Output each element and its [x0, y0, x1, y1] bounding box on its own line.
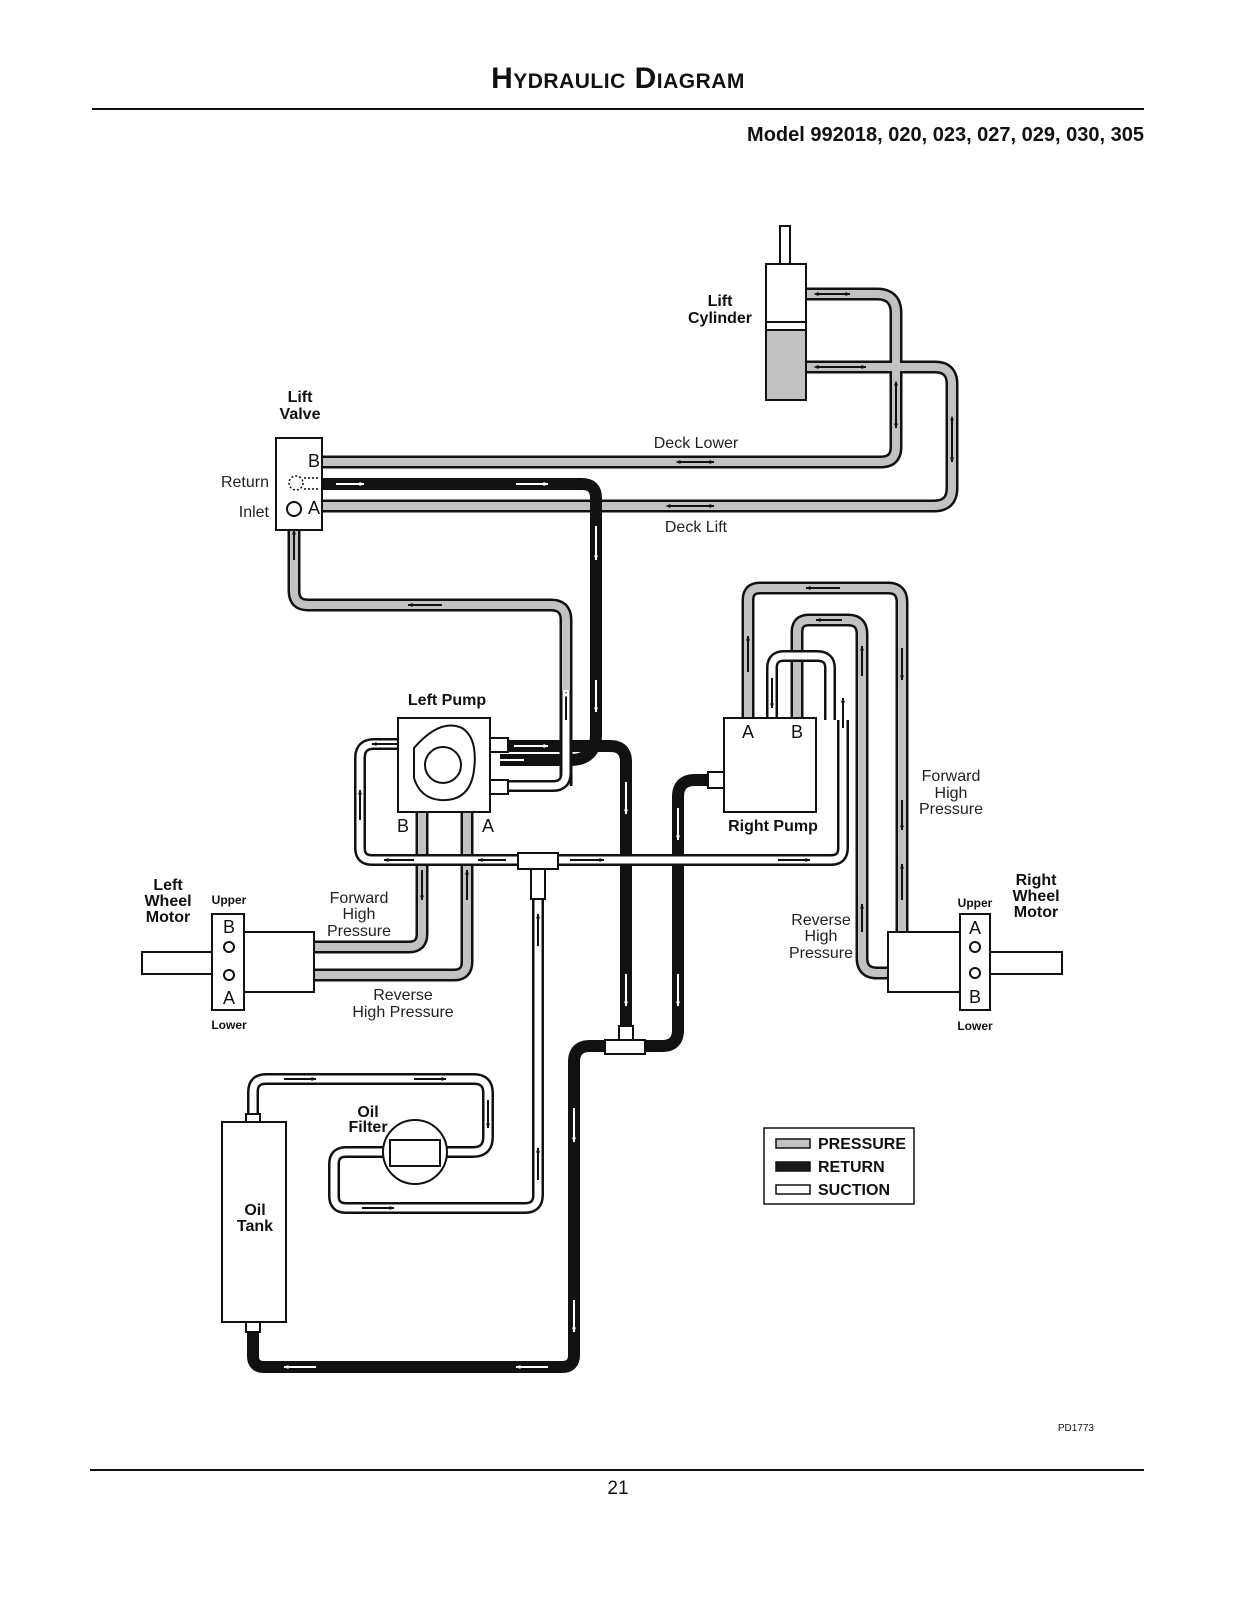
legend-swatch-suction: [775, 1184, 811, 1195]
suction-lines: [247, 650, 849, 1214]
label-right-reverse-3: Pressure: [789, 945, 853, 962]
top-rule: [92, 108, 1144, 110]
page-title: Hydraulic Diagram: [491, 62, 745, 95]
label-right-forward-3: Pressure: [919, 801, 983, 818]
legend: PRESSURE RETURN SUCTION: [763, 1127, 915, 1205]
label-deck-lift: Deck Lift: [665, 519, 728, 536]
label-right-motor-lower: Lower: [957, 1019, 993, 1033]
label-left-reverse-2: High Pressure: [352, 1004, 453, 1021]
label-lift-valve-2: Valve: [280, 406, 321, 423]
return-lines: [247, 478, 718, 1373]
left-wheel-motor: [141, 913, 315, 1011]
label-left-wheel-motor-2: Wheel: [144, 893, 191, 910]
label-oil-filter-1: Oil: [357, 1104, 378, 1121]
label-left-motor-lower: Lower: [211, 1018, 247, 1032]
bottom-rule: [90, 1469, 1144, 1471]
label-left-forward-1: Forward: [330, 890, 389, 907]
label-drawing-code: PD1773: [1058, 1423, 1095, 1434]
label-right-motor-port-a: A: [969, 918, 981, 938]
right-wheel-motor: [887, 913, 1063, 1011]
flow-arrows: [257, 292, 961, 977]
label-inlet: Inlet: [239, 504, 270, 521]
label-right-motor-upper: Upper: [958, 896, 993, 910]
suction-arrows: [284, 678, 811, 1210]
label-return: Return: [221, 474, 269, 491]
label-deck-lower: Deck Lower: [654, 435, 739, 452]
label-left-reverse-1: Reverse: [373, 987, 433, 1004]
return-arrows: [283, 482, 680, 1369]
label-left-motor-port-a: A: [223, 988, 235, 1008]
model-numbers: Model 992018, 020, 023, 027, 029, 030, 3…: [747, 124, 1144, 146]
legend-label-return: RETURN: [818, 1159, 885, 1176]
label-left-motor-port-b: B: [223, 917, 235, 937]
left-pump: [397, 717, 509, 813]
label-lift-cylinder-1: Lift: [708, 293, 734, 310]
oil-filter: [382, 1119, 448, 1185]
label-left-motor-upper: Upper: [212, 893, 247, 907]
label-left-wheel-motor-1: Left: [153, 877, 183, 894]
label-oil-tank-1: Oil: [244, 1202, 265, 1219]
label-left-pump-port-a: A: [482, 816, 494, 836]
oil-tank: [221, 1113, 287, 1333]
label-lift-valve-1: Lift: [288, 389, 314, 406]
label-right-wheel-motor-3: Motor: [1014, 904, 1058, 921]
label-left-wheel-motor-3: Motor: [146, 909, 190, 926]
label-right-pump-port-b: B: [791, 722, 803, 742]
tee-fittings: [517, 852, 646, 1055]
label-lift-cylinder-2: Cylinder: [688, 310, 752, 327]
right-pump: [707, 717, 817, 813]
lift-cylinder: [765, 225, 807, 401]
label-right-pump-port-a: A: [742, 722, 754, 742]
legend-swatch-pressure: [775, 1138, 811, 1149]
lift-valve: [275, 437, 323, 531]
legend-label-pressure: PRESSURE: [818, 1136, 906, 1153]
label-oil-tank-2: Tank: [237, 1218, 273, 1235]
labels: Lift Cylinder Lift Valve Return Inlet B …: [144, 293, 1094, 1434]
label-left-forward-2: High: [343, 906, 376, 923]
legend-swatch-return: [775, 1161, 811, 1172]
label-right-wheel-motor-1: Right: [1016, 872, 1058, 889]
legend-label-suction: SUCTION: [818, 1182, 890, 1199]
label-left-pump: Left Pump: [408, 692, 486, 709]
label-oil-filter-2: Filter: [348, 1119, 387, 1136]
label-right-reverse-2: High: [805, 928, 838, 945]
label-right-motor-port-b: B: [969, 987, 981, 1007]
label-valve-port-b: B: [308, 451, 320, 471]
label-right-pump: Right Pump: [728, 818, 818, 835]
page-number: 21: [607, 1478, 629, 1499]
label-right-reverse-1: Reverse: [791, 912, 851, 929]
label-valve-port-a: A: [308, 498, 320, 518]
label-left-forward-3: Pressure: [327, 923, 391, 940]
label-right-wheel-motor-2: Wheel: [1012, 888, 1059, 905]
label-right-forward-2: High: [935, 785, 968, 802]
label-right-forward-1: Forward: [922, 768, 981, 785]
label-left-pump-port-b: B: [397, 816, 409, 836]
